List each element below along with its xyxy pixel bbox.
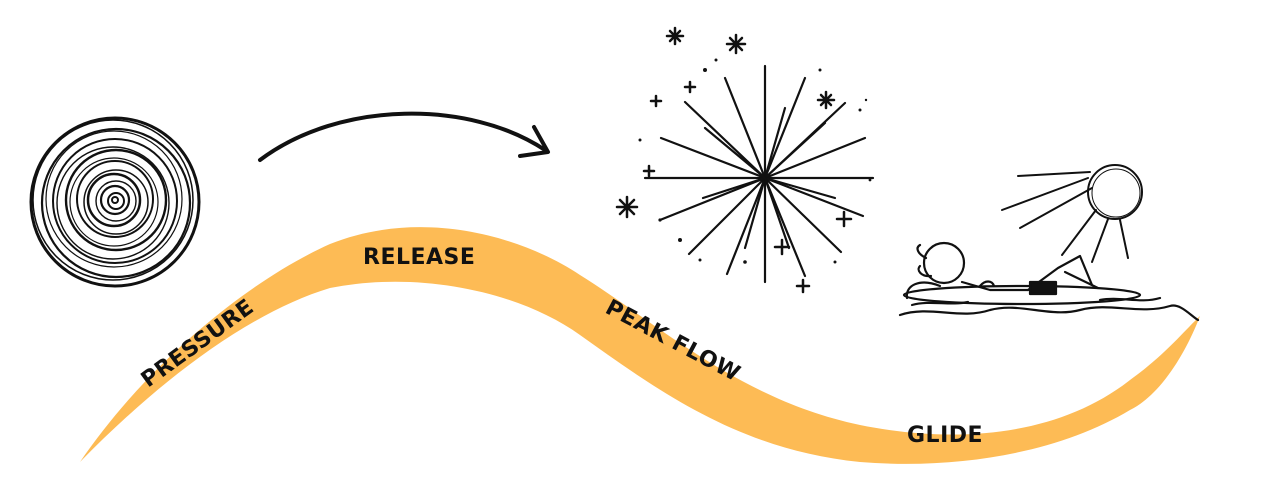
- stage-label-release: RELEASE: [363, 245, 475, 270]
- sun-icon: [1001, 164, 1143, 263]
- stage-label-glide: GLIDE: [907, 423, 983, 448]
- relaxing-person-icon: [898, 241, 1200, 322]
- curved-arrow-icon: [258, 111, 550, 162]
- spiral-icon: [29, 116, 201, 288]
- stage-label-pressure: PRESSURE: [137, 295, 259, 393]
- fireworks-icon: [615, 26, 875, 294]
- flow-wave-band: [80, 227, 1200, 464]
